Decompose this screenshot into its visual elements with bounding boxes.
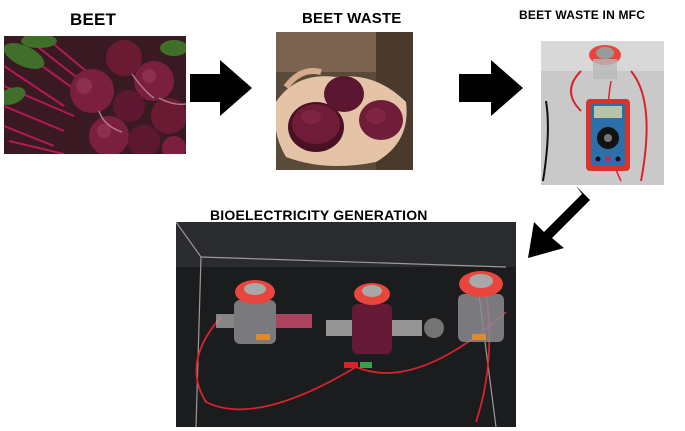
label-bioelectricity-generation: BIOELECTRICITY GENERATION — [210, 207, 428, 223]
down-left-arrow-icon — [528, 186, 590, 258]
right-arrow-icon — [459, 60, 523, 116]
bioelectricity-generation-photo — [176, 222, 516, 427]
beet-photo — [4, 36, 186, 154]
right-arrow-icon — [190, 60, 252, 116]
mfc-multimeter-photo — [541, 41, 664, 185]
label-beet-waste: BEET WASTE — [302, 10, 402, 27]
beet-waste-photo — [276, 32, 413, 170]
label-beet-waste-in-mfc: BEET WASTE IN MFC — [519, 8, 646, 22]
label-beet: BEET — [70, 10, 117, 29]
